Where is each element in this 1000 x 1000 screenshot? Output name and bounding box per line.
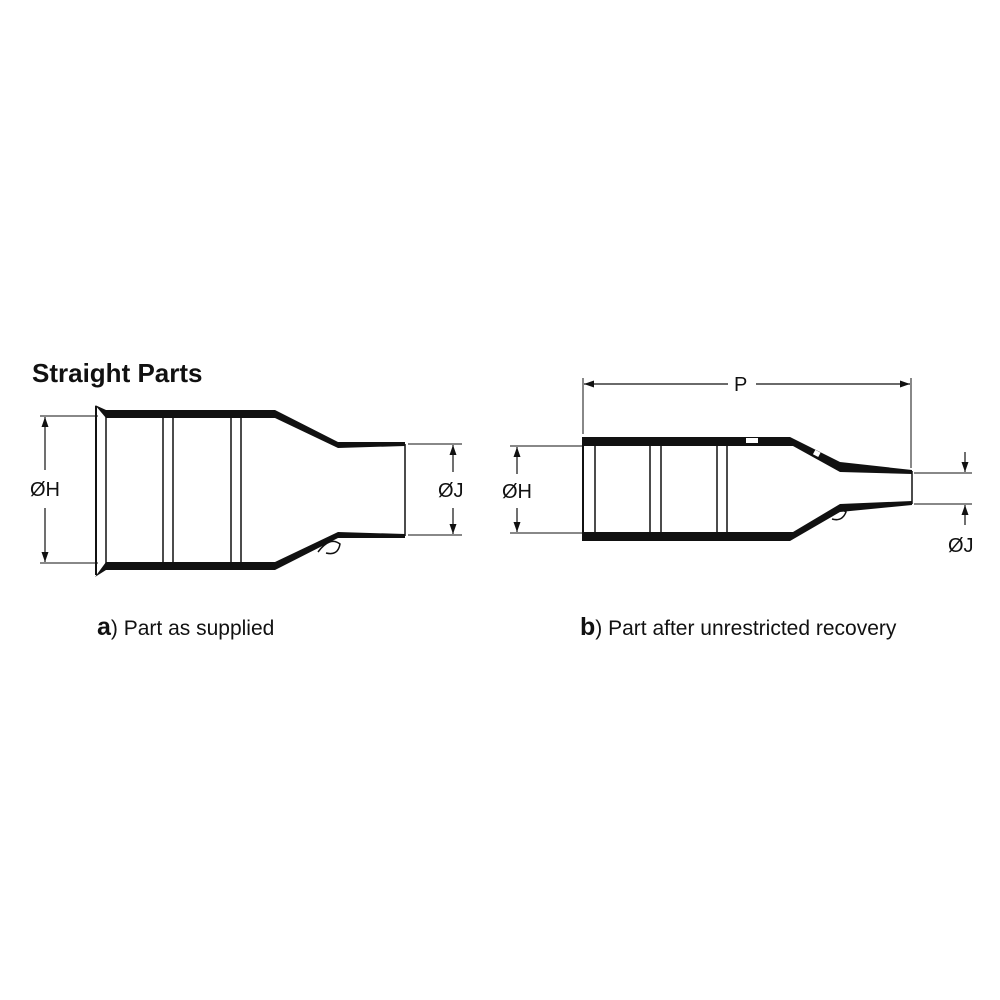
part-b-dimension-p bbox=[582, 378, 912, 468]
part-b-caption-text: ) Part after unrestricted recovery bbox=[595, 617, 897, 640]
part-b-caption: b) Part after unrestricted recovery bbox=[580, 613, 896, 642]
part-a-sleeve bbox=[95, 405, 406, 577]
part-a-label-h: ØH bbox=[30, 479, 60, 501]
part-b-label-p: P bbox=[734, 374, 747, 396]
part-a-label-j: ØJ bbox=[438, 480, 464, 502]
part-a-caption-letter: a bbox=[97, 613, 111, 641]
part-a-sealant-rings bbox=[162, 417, 242, 563]
part-b-caption-letter: b bbox=[580, 613, 596, 641]
part-b-sealant-rings bbox=[649, 446, 728, 532]
part-b-dimension-h bbox=[510, 445, 582, 534]
part-a-caption-text: ) Part as supplied bbox=[110, 617, 275, 640]
page-title: Straight Parts bbox=[32, 358, 203, 388]
part-b-dimension-j bbox=[914, 452, 972, 525]
part-b-label-h: ØH bbox=[502, 481, 532, 503]
part-a-caption: a) Part as supplied bbox=[97, 613, 274, 642]
part-b-label-j: ØJ bbox=[948, 535, 974, 557]
part-b-sleeve bbox=[582, 437, 913, 541]
part-a-dimension-h bbox=[40, 415, 98, 564]
part-a-dimension-j bbox=[408, 443, 462, 536]
